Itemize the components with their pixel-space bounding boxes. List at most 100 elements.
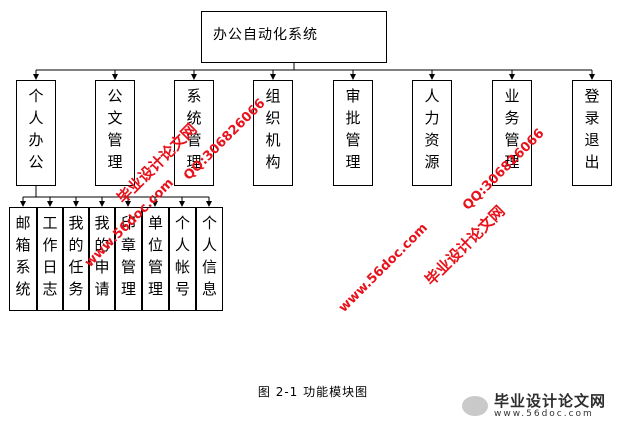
label-char: 批 — [345, 109, 361, 127]
arrow-head — [429, 74, 435, 80]
label-char: 系 — [15, 258, 31, 276]
figure-caption: 图 2-1 功能模块图 — [257, 385, 369, 399]
label-char: 章 — [120, 236, 136, 254]
label-char: 管 — [120, 258, 136, 276]
label-char: 信 — [201, 258, 217, 276]
label-char: 箱 — [15, 236, 31, 254]
label-char: 文 — [107, 109, 123, 127]
label-char: 管 — [147, 258, 163, 276]
label-char: 资 — [424, 131, 440, 149]
label-char: 人 — [28, 109, 44, 127]
submodule-label: 工作日志 — [38, 208, 62, 300]
label-char: 请 — [94, 280, 110, 298]
label-char: 管 — [107, 131, 123, 149]
label-char: 统 — [186, 109, 202, 127]
brand-name: 毕业设计论文网 — [494, 392, 607, 410]
label-char: 工 — [42, 214, 58, 232]
label-char: 的 — [94, 236, 110, 254]
root-node: 办公自动化系统 — [201, 11, 387, 63]
submodule-label: 印章管理 — [116, 208, 141, 300]
label-char: 人 — [201, 236, 217, 254]
label-char: 公 — [107, 87, 123, 105]
logo-icon — [462, 396, 488, 416]
label-char: 帐 — [174, 258, 190, 276]
label-char: 出 — [584, 153, 600, 171]
label-char: 理 — [120, 280, 136, 298]
module-label: 人力资源 — [413, 81, 451, 173]
label-char: 人 — [424, 87, 440, 105]
label-char: 公 — [28, 153, 44, 171]
arrow-head — [20, 201, 26, 207]
label-char: 个 — [28, 87, 44, 105]
label-char: 理 — [345, 153, 361, 171]
label-char: 管 — [345, 131, 361, 149]
label-char: 个 — [174, 214, 190, 232]
module-label: 个人办公 — [17, 81, 55, 173]
label-char: 人 — [174, 236, 190, 254]
module-label: 登录退出 — [573, 81, 611, 173]
label-char: 管 — [186, 131, 202, 149]
label-char: 息 — [201, 280, 217, 298]
label-char: 的 — [68, 236, 84, 254]
submodule-label: 我的申请 — [90, 208, 114, 300]
label-char: 个 — [201, 214, 217, 232]
submodule-node-personal-account: 个人帐号 — [169, 207, 196, 311]
module-node-personal-office: 个人办公 — [16, 80, 56, 186]
module-label: 组织机构 — [254, 81, 292, 173]
arrow-head — [125, 201, 131, 207]
submodule-node-seal-management: 印章管理 — [115, 207, 142, 311]
module-label: 业务管理 — [493, 81, 531, 173]
module-node-organization: 组织机构 — [253, 80, 293, 186]
label-char: 组 — [265, 87, 281, 105]
submodule-label: 单位管理 — [143, 208, 168, 300]
brand-logo: 毕业设计论文网 www.56doc.com — [462, 393, 606, 419]
label-char: 邮 — [15, 214, 31, 232]
submodule-node-mailbox: 邮箱系统 — [9, 207, 37, 311]
label-char: 申 — [94, 258, 110, 276]
root-node-label: 办公自动化系统 — [213, 27, 318, 43]
submodule-label: 个人帐号 — [170, 208, 195, 300]
label-char: 单 — [147, 214, 163, 232]
label-char: 理 — [147, 280, 163, 298]
arrow-head — [47, 201, 53, 207]
submodule-node-my-tasks: 我的任务 — [63, 207, 89, 311]
label-char: 务 — [504, 109, 520, 127]
arrow-head — [33, 74, 39, 80]
submodule-label: 邮箱系统 — [10, 208, 36, 300]
label-char: 退 — [584, 131, 600, 149]
label-char: 作 — [42, 236, 58, 254]
module-node-document-management: 公文管理 — [95, 80, 135, 186]
label-char: 日 — [42, 258, 58, 276]
label-char: 审 — [345, 87, 361, 105]
label-char: 织 — [265, 109, 281, 127]
module-node-human-resources: 人力资源 — [412, 80, 452, 186]
label-char: 任 — [68, 258, 84, 276]
label-char: 系 — [186, 87, 202, 105]
submodule-label: 个人信息 — [197, 208, 222, 300]
label-char: 志 — [42, 280, 58, 298]
submodule-node-my-applications: 我的申请 — [89, 207, 115, 311]
module-node-system-management: 系统管理 — [174, 80, 214, 186]
label-char: 录 — [584, 109, 600, 127]
arrow-head — [112, 74, 118, 80]
label-char: 办 — [28, 131, 44, 149]
label-char: 务 — [68, 280, 84, 298]
submodule-node-personal-info: 个人信息 — [196, 207, 223, 311]
label-char: 管 — [504, 131, 520, 149]
label-char: 理 — [186, 153, 202, 171]
arrow-head — [509, 74, 515, 80]
submodule-node-unit-management: 单位管理 — [142, 207, 169, 311]
arrow-head — [350, 74, 356, 80]
label-char: 理 — [107, 153, 123, 171]
label-char: 我 — [94, 214, 110, 232]
label-char: 源 — [424, 153, 440, 171]
label-char: 印 — [120, 214, 136, 232]
arrow-head — [99, 201, 105, 207]
label-char: 统 — [15, 280, 31, 298]
submodule-node-work-log: 工作日志 — [37, 207, 63, 311]
arrow-head — [152, 201, 158, 207]
arrow-head — [206, 201, 212, 207]
module-node-business-management: 业务管理 — [492, 80, 532, 186]
